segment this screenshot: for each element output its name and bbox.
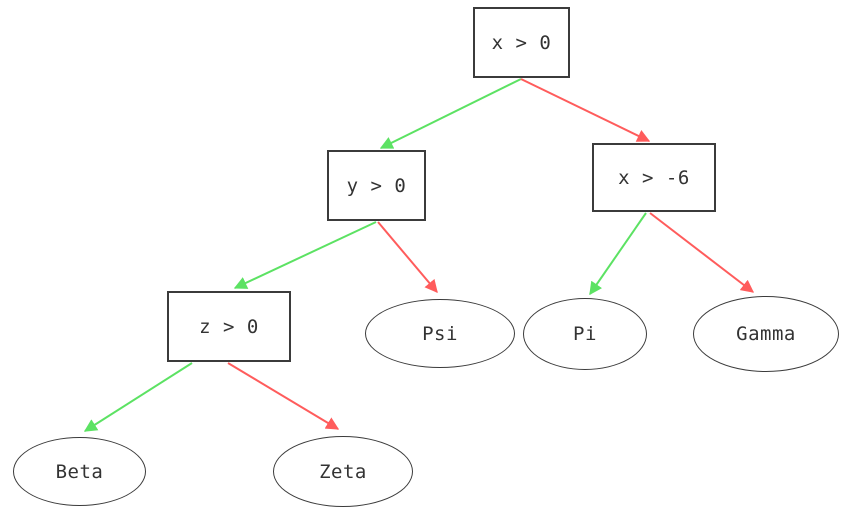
decision-node-x-gt-0: x > 0 — [473, 7, 570, 78]
edge-root-false-arrow — [520, 78, 651, 142]
leaf-node-zeta: Zeta — [273, 436, 413, 507]
edge-z0-true-arrow — [83, 362, 193, 432]
edge-xm6-false-arrow — [649, 212, 755, 293]
leaf-node-beta: Beta — [13, 437, 146, 506]
decision-node-x-gt-neg6: x > -6 — [592, 143, 716, 212]
leaf-node-gamma: Gamma — [693, 296, 839, 372]
decision-node-y-gt-0: y > 0 — [327, 150, 426, 221]
leaf-node-psi: Psi — [365, 299, 515, 368]
edge-z0-false-arrow — [227, 362, 340, 430]
edge-y0-true-arrow — [233, 221, 377, 289]
edge-xm6-true-arrow — [589, 212, 647, 296]
leaf-node-pi: Pi — [523, 298, 647, 370]
decision-node-z-gt-0: z > 0 — [167, 291, 291, 362]
edge-root-true-arrow — [379, 78, 522, 149]
edge-y0-false-arrow — [377, 221, 438, 293]
